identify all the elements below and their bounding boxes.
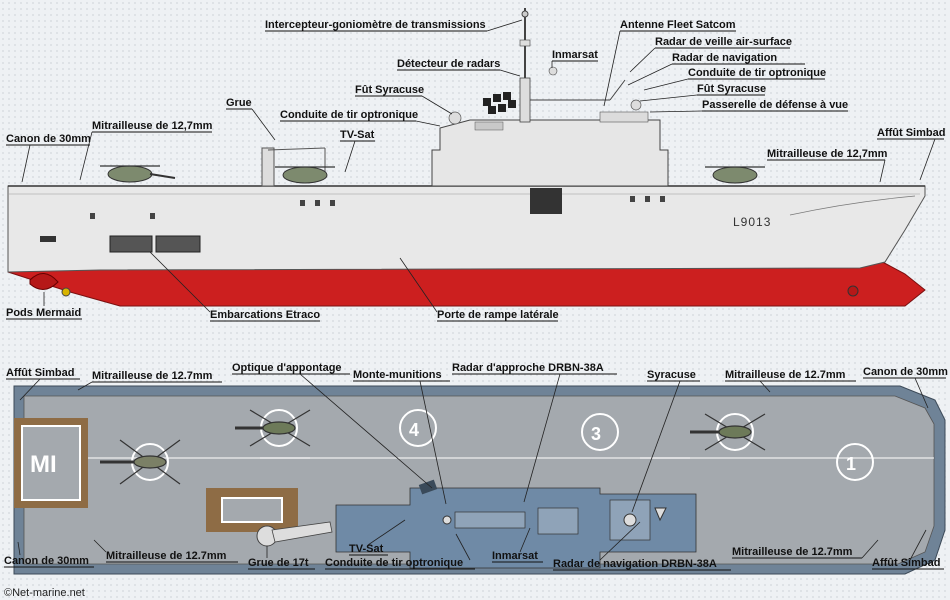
label-conduite-tir-left: Conduite de tir optronique bbox=[280, 109, 418, 121]
label-canon-30-right: Canon de 30mm bbox=[863, 366, 948, 378]
ecm-panels bbox=[483, 92, 516, 114]
label-affut-simbad-left: Affût Simbad bbox=[6, 367, 74, 379]
label-inmarsat-top: Inmarsat bbox=[492, 550, 538, 562]
main-mast bbox=[519, 77, 531, 123]
top-view-labels: Affût Simbad Mitrailleuse de 12.7mm Opti… bbox=[4, 362, 948, 571]
spot-circle-1 bbox=[836, 443, 874, 481]
label-grue-side: Grue bbox=[226, 97, 252, 109]
label-passerelle: Passerelle de défense à vue bbox=[702, 99, 848, 111]
top-view: MI 4 3 1 bbox=[13, 385, 946, 575]
label-mitrailleuse-bottom-right: Mitrailleuse de 12.7mm bbox=[732, 546, 853, 558]
deck-spot-4: 4 bbox=[409, 420, 419, 440]
etraco-boat-2 bbox=[155, 235, 201, 253]
label-tv-sat-side: TV-Sat bbox=[340, 129, 375, 141]
label-radar-veille: Radar de veille air-surface bbox=[655, 36, 792, 48]
deck-spot-1: 1 bbox=[846, 454, 856, 474]
label-fut-syracuse-right: Fût Syracuse bbox=[697, 83, 766, 95]
side-helicopter-2 bbox=[275, 166, 335, 184]
island bbox=[431, 119, 669, 187]
side-helicopter-1 bbox=[100, 165, 176, 183]
side-crane bbox=[261, 147, 326, 187]
label-porte-rampe: Porte de rampe latérale bbox=[437, 309, 559, 321]
side-view-labels: Intercepteur-goniomètre de transmissions… bbox=[6, 19, 945, 322]
credit: ©Net-marine.net bbox=[4, 587, 85, 599]
label-syracuse-top: Syracuse bbox=[647, 369, 696, 381]
label-radar-approche: Radar d'approche DRBN-38A bbox=[452, 362, 604, 374]
label-mitrailleuse-left-side: Mitrailleuse de 12,7mm bbox=[92, 120, 213, 132]
mermaid-pod bbox=[29, 273, 59, 290]
label-mitrailleuse-top-left: Mitrailleuse de 12.7mm bbox=[92, 370, 213, 382]
label-grue-17t: Grue de 17t bbox=[248, 557, 309, 569]
label-fut-syracuse-left: Fût Syracuse bbox=[355, 84, 424, 96]
label-detecteur: Détecteur de radars bbox=[397, 58, 500, 70]
label-radar-navigation: Radar de navigation bbox=[672, 52, 777, 64]
label-inmarsat-side: Inmarsat bbox=[552, 49, 598, 61]
spot-circle-3 bbox=[581, 413, 619, 451]
label-tv-sat-top: TV-Sat bbox=[349, 543, 384, 555]
hull-number: L9013 bbox=[733, 215, 771, 229]
label-optique: Optique d'appontage bbox=[232, 362, 342, 374]
label-radar-navigation-top: Radar de navigation DRBN-38A bbox=[553, 558, 717, 570]
label-conduite-tir-right: Conduite de tir optronique bbox=[688, 67, 826, 79]
hull-side bbox=[7, 185, 926, 273]
spot-circle-4 bbox=[399, 409, 437, 447]
label-antenne-fleet: Antenne Fleet Satcom bbox=[620, 19, 736, 31]
label-pods-mermaid: Pods Mermaid bbox=[6, 307, 81, 319]
label-canon-30-side: Canon de 30mm bbox=[6, 133, 91, 145]
top-helicopter-2 bbox=[235, 409, 311, 447]
side-helicopter-3 bbox=[705, 166, 765, 184]
side-view: L9013 bbox=[7, 8, 926, 307]
label-conduite-tir-top: Conduite de tir optronique bbox=[325, 557, 463, 569]
top-helicopter-1 bbox=[100, 439, 181, 485]
label-mitrailleuse-top-right: Mitrailleuse de 12.7mm bbox=[725, 369, 846, 381]
label-affut-simbad-side: Affût Simbad bbox=[877, 127, 945, 139]
label-affut-simbad-right: Affût Simbad bbox=[872, 557, 940, 569]
label-embarcations: Embarcations Etraco bbox=[210, 309, 320, 321]
label-canon-30-left: Canon de 30mm bbox=[4, 555, 89, 567]
label-monte-munitions: Monte-munitions bbox=[353, 369, 442, 381]
label-mitrailleuse-right-side: Mitrailleuse de 12,7mm bbox=[767, 148, 888, 160]
deck-spot-3: 3 bbox=[591, 424, 601, 444]
label-mitrailleuse-bottom-left: Mitrailleuse de 12.7mm bbox=[106, 550, 227, 562]
deck-spot-mi: MI bbox=[30, 451, 57, 478]
label-intercepteur: Intercepteur-goniomètre de transmissions bbox=[265, 19, 486, 31]
etraco-boat-1 bbox=[109, 235, 153, 253]
top-helicopter-3 bbox=[690, 413, 766, 451]
